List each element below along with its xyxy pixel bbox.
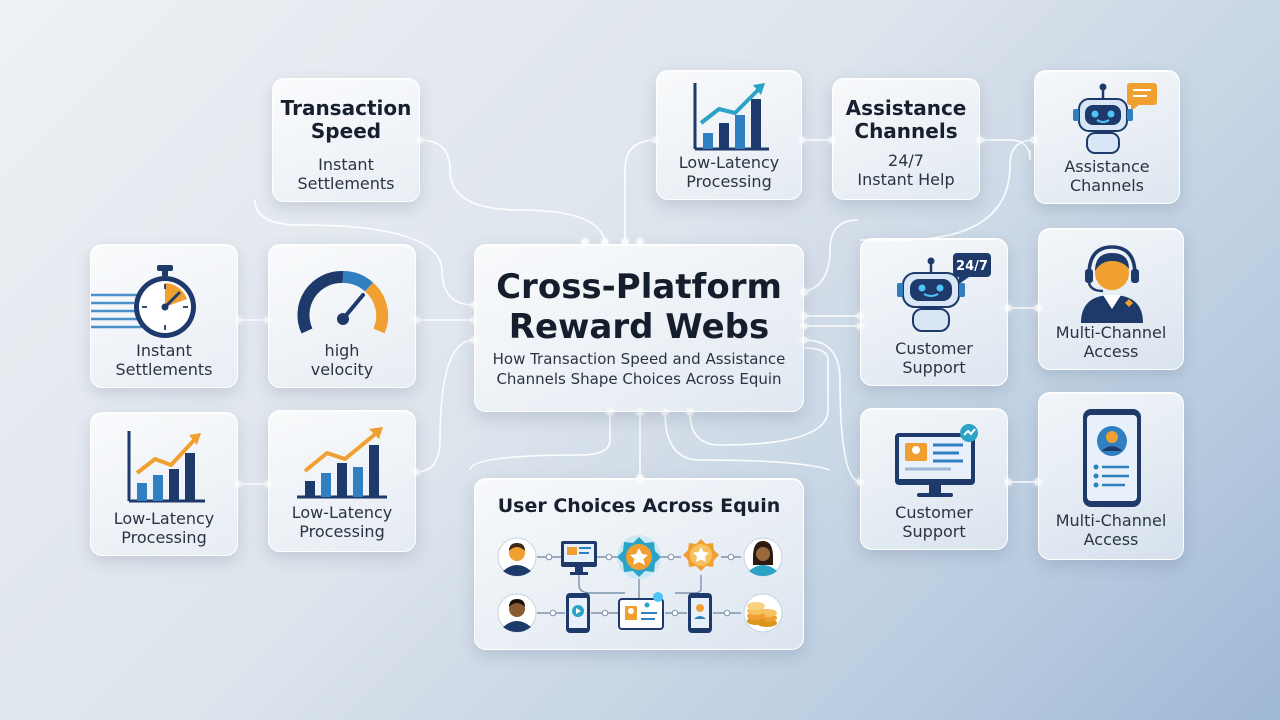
card-title: Channels — [854, 119, 958, 143]
speedometer-icon — [269, 259, 415, 339]
star-badge-icon — [617, 535, 661, 579]
high-velocity-card: high velocity — [268, 244, 416, 388]
wire — [664, 411, 831, 471]
monitor-icon — [861, 423, 1007, 499]
monitor-icon — [561, 541, 597, 575]
smartphone-icon — [566, 593, 590, 633]
chatbot-icon — [1035, 81, 1179, 157]
bar-chart-icon — [269, 423, 415, 503]
card-label: Low-Latency — [678, 153, 780, 172]
smartphone-icon — [688, 593, 712, 633]
card-text: Instant Help — [857, 170, 955, 189]
low-latency-card-left: Low-Latency Processing — [90, 412, 238, 556]
wire — [803, 339, 861, 483]
card-label: Channels — [1069, 176, 1145, 195]
card-title: Transaction — [280, 96, 412, 120]
card-label: Access — [1083, 342, 1139, 361]
multi-channel-phone-card: Multi-Channel Access — [1038, 392, 1184, 560]
customer-support-monitor-card: Customer Support — [860, 408, 1008, 550]
card-text: Settlements — [297, 174, 395, 193]
card-label: Processing — [121, 528, 207, 547]
hub-title: Cross-Platform — [496, 267, 782, 307]
card-label: Low-Latency — [113, 509, 215, 528]
user-avatar-icon — [497, 593, 537, 633]
headset-agent-icon — [1039, 239, 1183, 323]
assistance-channels-card: Assistance Channels 24/7 Instant Help — [832, 78, 980, 200]
card-label: high — [324, 341, 360, 360]
wire — [803, 219, 859, 293]
transaction-speed-card: Transaction Speed Instant Settlements — [272, 78, 420, 202]
wire — [419, 139, 606, 243]
card-label: Processing — [686, 172, 772, 191]
card-label: Support — [902, 522, 966, 541]
card-title: Speed — [310, 119, 382, 143]
card-label: Support — [902, 358, 966, 377]
wire — [980, 139, 1031, 161]
bar-chart-icon — [91, 427, 237, 507]
instant-settlements-card: Instant Settlements — [59, 244, 238, 388]
multi-channel-agent-card: Multi-Channel Access — [1038, 228, 1184, 370]
card-title: Assistance — [845, 96, 967, 120]
choices-title: User Choices Across Equin — [497, 495, 781, 517]
hub-subtitle: How Transaction Speed and Assistance Cha… — [492, 350, 786, 388]
card-label: Instant — [136, 341, 192, 360]
user-avatar-icon — [743, 537, 783, 577]
support-bot-icon — [861, 251, 1007, 335]
low-latency-card-mid: Low-Latency Processing — [268, 410, 416, 552]
card-label: Multi-Channel — [1055, 323, 1167, 342]
hub-title: Reward Webs — [508, 307, 770, 347]
assistance-bot-card: Assistance Channels — [1034, 70, 1180, 204]
star-badge-icon — [683, 539, 719, 571]
card-label: Access — [1083, 530, 1139, 549]
card-label: velocity — [310, 360, 374, 379]
low-latency-card-top: Low-Latency Processing — [656, 70, 802, 200]
card-label: Customer — [895, 339, 973, 358]
card-text: 24/7 — [888, 151, 924, 170]
user-avatar-icon — [497, 537, 537, 577]
stopwatch-icon — [59, 257, 237, 343]
card-text: Instant — [318, 155, 374, 174]
card-label: Settlements — [115, 360, 213, 379]
wire — [624, 139, 657, 242]
coins-icon — [743, 593, 783, 633]
wire — [469, 412, 611, 471]
choices-network — [497, 535, 783, 633]
smartphone-icon — [1039, 407, 1183, 509]
wire — [415, 339, 475, 473]
bar-chart-icon — [657, 79, 801, 153]
card-label: Customer — [895, 503, 973, 522]
card-label: Multi-Channel — [1055, 511, 1167, 530]
user-choices-panel: User Choices Across Equin — [474, 478, 804, 650]
card-label: Assistance — [1064, 157, 1150, 176]
card-label: Low-Latency — [291, 503, 393, 522]
profile-card-icon — [618, 592, 664, 630]
central-hub: Cross-Platform Reward Webs How Transacti… — [474, 244, 804, 412]
support-badge: 24/7 — [956, 259, 988, 274]
card-label: Processing — [299, 522, 385, 541]
customer-support-bot-card: 24/7 Customer Support — [860, 238, 1008, 386]
